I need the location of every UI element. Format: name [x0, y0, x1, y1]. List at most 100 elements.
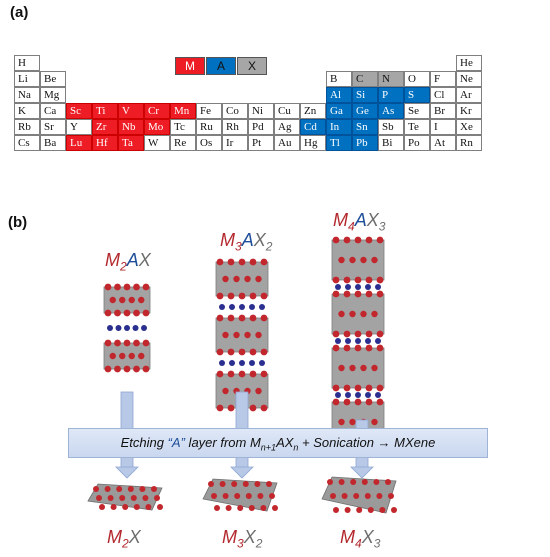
panel-b-label: (b): [8, 214, 28, 231]
element-na: Na: [14, 87, 40, 103]
m3ax2-gap-1-a-atom: [219, 360, 225, 366]
element-ca: Ca: [40, 103, 66, 119]
m3ax2-layer-1-m-atom: [249, 314, 257, 322]
element-ba: Ba: [40, 135, 66, 151]
m3ax2-layer-0-m-atom: [238, 292, 246, 300]
mxene-m2x-atom: [142, 495, 149, 501]
m3ax2-layer-1-m-atom: [222, 331, 229, 339]
m3ax2-layer-0-m-atom: [233, 275, 240, 283]
m3ax2-layer-1-m-atom: [238, 314, 246, 322]
m4ax3-gap-1-a-atom: [355, 338, 361, 344]
m4ax3-layer-3-m-atom: [354, 398, 362, 406]
m2ax-layer-1-m-atom: [119, 352, 126, 360]
m4ax3-gap-0-a-atom: [365, 284, 371, 290]
element-mn: Mn: [170, 103, 196, 119]
m4ax3-layer-1-m-atom: [360, 310, 367, 318]
m4ax3-layer-2-m-atom: [354, 384, 362, 392]
mxene-m4x3-atom: [373, 479, 380, 485]
m4ax3-layer-2-m-atom: [365, 344, 373, 352]
m2ax-layer-1-m-atom: [128, 352, 135, 360]
element-cr: Cr: [144, 103, 170, 119]
mxene-m3x2-atom: [234, 493, 241, 499]
m4ax3-layer-3-m-atom: [332, 398, 340, 406]
m3ax2-gap-1-a-atom: [229, 360, 235, 366]
mxene-m3x2-atom: [242, 481, 249, 487]
m3ax2-layer-0-m-atom: [216, 258, 224, 266]
m4ax3-layer-2-m-atom: [354, 344, 362, 352]
m2ax-layer-0-m-atom: [114, 283, 121, 291]
mxene-m4x3-atom: [385, 479, 391, 485]
m3ax2-layer-1-m-atom: [260, 348, 268, 356]
element-pb: Pb: [352, 135, 378, 151]
m4ax3-gap-1-a-atom: [335, 338, 341, 344]
element-kr: Kr: [456, 103, 482, 119]
element-ru: Ru: [196, 119, 222, 135]
element-h: H: [14, 55, 40, 71]
element-ti: Ti: [92, 103, 118, 119]
element-se: Se: [404, 103, 430, 119]
element-cu: Cu: [274, 103, 300, 119]
legend-a: A: [206, 57, 236, 75]
element-au: Au: [274, 135, 300, 151]
mxene-m2x-atom: [133, 504, 140, 510]
m3ax2-gap-0-a-atom: [259, 304, 265, 310]
element-ne: Ne: [456, 71, 482, 87]
m2ax-layer-0-m-atom: [119, 296, 126, 304]
m4ax3-layer-0-m-atom: [343, 276, 351, 284]
mxene-m4x3-atom: [344, 507, 351, 513]
m2ax-layer-1-m-atom: [142, 339, 150, 347]
m3ax2-layer-0-m-atom: [227, 292, 235, 300]
m3ax2-layer-1-m-atom: [216, 314, 224, 322]
element-ir: Ir: [222, 135, 248, 151]
m3ax2-layer-0-m-atom: [244, 275, 251, 283]
element-os: Os: [196, 135, 222, 151]
m3ax2-layer-2-m-atom: [260, 404, 268, 412]
element-xe: Xe: [456, 119, 482, 135]
m2ax-layer-1-m-atom: [133, 365, 140, 373]
m2ax-layer-1-m-atom: [114, 365, 121, 373]
element-be: Be: [40, 71, 66, 87]
m2ax-gap-0-a-atom: [115, 325, 122, 331]
mxene-m2x-atom: [122, 504, 129, 510]
panel-a-label: (a): [10, 4, 29, 21]
mxene-m3x2-atom: [260, 505, 267, 511]
m3ax2-gap-0-a-atom: [239, 304, 245, 310]
mxene-m4x3-atom: [361, 479, 368, 485]
m3ax2-layer-2-m-atom: [238, 370, 246, 378]
m4ax3-layer-0-m-atom: [360, 256, 367, 264]
m3ax2-layer-2-m-atom: [260, 370, 268, 378]
element-po: Po: [404, 135, 430, 151]
mxene-m4x3-atom: [376, 493, 383, 499]
m4ax3-layer-1-m-atom: [376, 330, 384, 338]
m3ax2-layer-1-m-atom: [216, 348, 224, 356]
m4ax3-gap-2-a-atom: [355, 392, 361, 398]
element-tc: Tc: [170, 119, 196, 135]
m2ax-gap-0-a-atom: [132, 325, 139, 331]
mxene-m3x2-atom: [222, 493, 229, 499]
m2ax-layer-0-m-atom: [104, 309, 112, 317]
mxene-m3x2-atom: [214, 505, 220, 511]
m2ax-layer-1-m-atom: [133, 339, 140, 347]
m4ax3-layer-0-m-atom: [376, 276, 384, 284]
m3ax2-gap-0-a-atom: [219, 304, 225, 310]
m4ax3-layer-0-m-atom: [376, 236, 384, 244]
element-o: O: [404, 71, 430, 87]
m3ax2-layer-0-m-atom: [249, 258, 257, 266]
m4ax3-gap-1-a-atom: [365, 338, 371, 344]
m3ax2-layer-2-m-atom: [249, 404, 257, 412]
element-ta: Ta: [118, 135, 144, 151]
m4ax3-layer-1-m-atom: [354, 290, 362, 298]
m3ax2-layer-0-m-atom: [227, 258, 235, 266]
m4ax3-layer-3-m-atom: [365, 398, 373, 406]
element-co: Co: [222, 103, 248, 119]
m2ax-layer-0-m-atom: [128, 296, 135, 304]
element-hf: Hf: [92, 135, 118, 151]
m2ax-gap-0-a-atom: [107, 325, 113, 331]
element-at: At: [430, 135, 456, 151]
m4ax3-gap-2-a-atom: [345, 392, 351, 398]
m4ax3-layer-3-m-atom: [371, 418, 378, 426]
m4ax3-layer-3-m-atom: [349, 418, 356, 426]
m3ax2-gap-0-a-atom: [229, 304, 235, 310]
